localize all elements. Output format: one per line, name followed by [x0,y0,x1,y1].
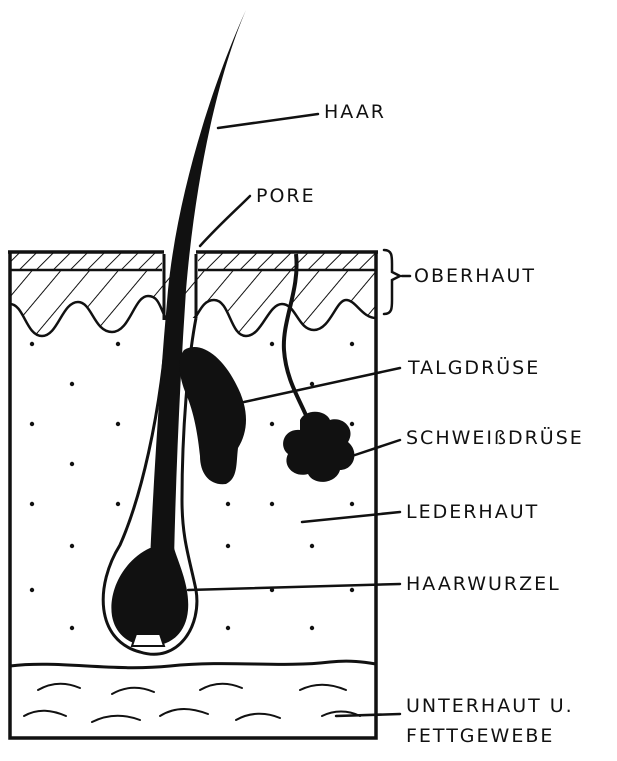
label-haar: HAAR [324,101,386,123]
subcutis-boundary [10,661,376,668]
label-unterhaut-line1: UNTERHAUT U. [406,695,574,717]
sweat-gland-coil [283,412,354,482]
sebaceous-gland [180,347,246,484]
label-talgdruese: TALGDRÜSE [407,356,540,379]
label-lederhaut: LEDERHAUT [406,501,539,523]
hair-papilla [132,634,164,646]
label-schweissdruese: SCHWEIßDRÜSE [406,426,584,449]
leader-haar [218,114,318,128]
label-haarwurzel: HAARWURZEL [406,573,561,595]
bracket-oberhaut [384,250,400,314]
label-pore: PORE [256,185,316,207]
leader-unterhaut [336,714,400,716]
fat-tissue-strokes [24,684,360,722]
label-oberhaut: OBERHAUT [414,265,536,287]
leader-pore [200,196,250,246]
hair-structure [103,10,246,654]
leader-haarwurzel [188,584,400,590]
label-unterhaut-line2: FETTGEWEBE [406,725,554,747]
leader-lederhaut [302,512,400,522]
